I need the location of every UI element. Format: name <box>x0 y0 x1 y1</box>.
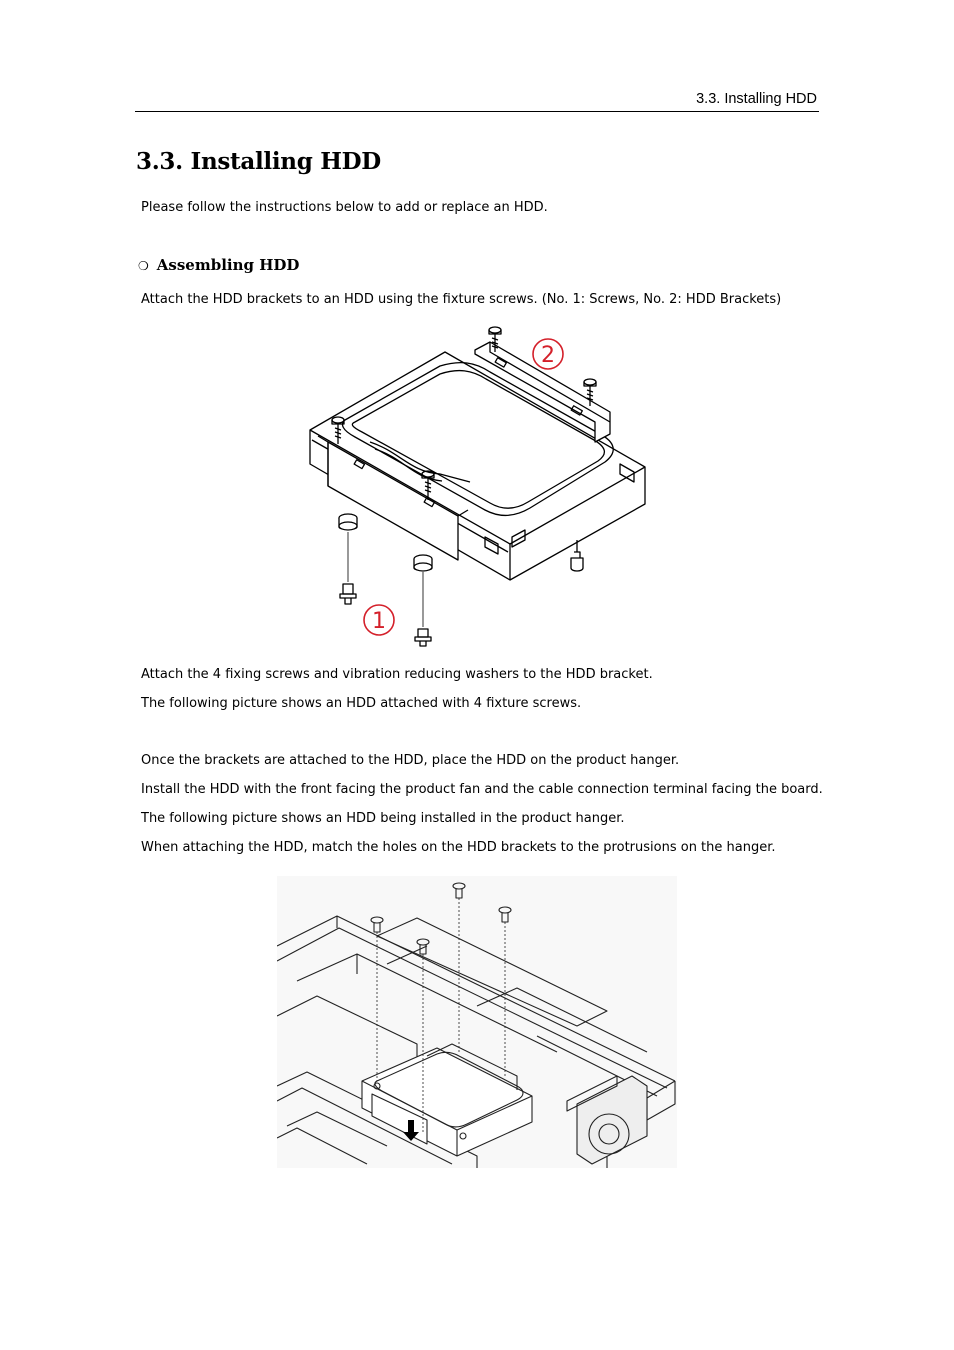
paragraph-4: Install the HDD with the front facing th… <box>141 782 823 797</box>
running-header-title: 3.3. Installing HDD <box>696 91 817 107</box>
hdd-hanger-installation-diagram <box>277 876 677 1168</box>
intro-text: Please follow the instructions below to … <box>141 200 548 215</box>
callout-1-label: 1 <box>372 609 386 634</box>
paragraph-1: Attach the 4 fixing screws and vibration… <box>141 667 653 682</box>
paragraph-6: When attaching the HDD, match the holes … <box>141 840 776 855</box>
step1-text: Attach the HDD brackets to an HDD using … <box>141 292 782 307</box>
paragraph-2: The following picture shows an HDD attac… <box>141 696 582 711</box>
paragraph-3: Once the brackets are attached to the HD… <box>141 753 680 768</box>
hdd-bracket-diagram: 2 1 <box>309 326 646 647</box>
circle-bullet-icon: ❍ <box>138 259 149 273</box>
down-arrow-icon <box>403 1120 419 1141</box>
callout-1-circle <box>363 604 395 636</box>
callout-2-circle <box>532 338 564 370</box>
section-title: 3.3. Installing HDD <box>136 148 381 175</box>
paragraph-5: The following picture shows an HDD being… <box>141 811 625 826</box>
subsection-title: Assembling HDD <box>156 256 300 274</box>
subsection-heading: ❍ Assembling HDD <box>138 256 299 274</box>
running-header: 3.3. Installing HDD <box>135 89 819 112</box>
callout-2-label: 2 <box>541 343 555 368</box>
